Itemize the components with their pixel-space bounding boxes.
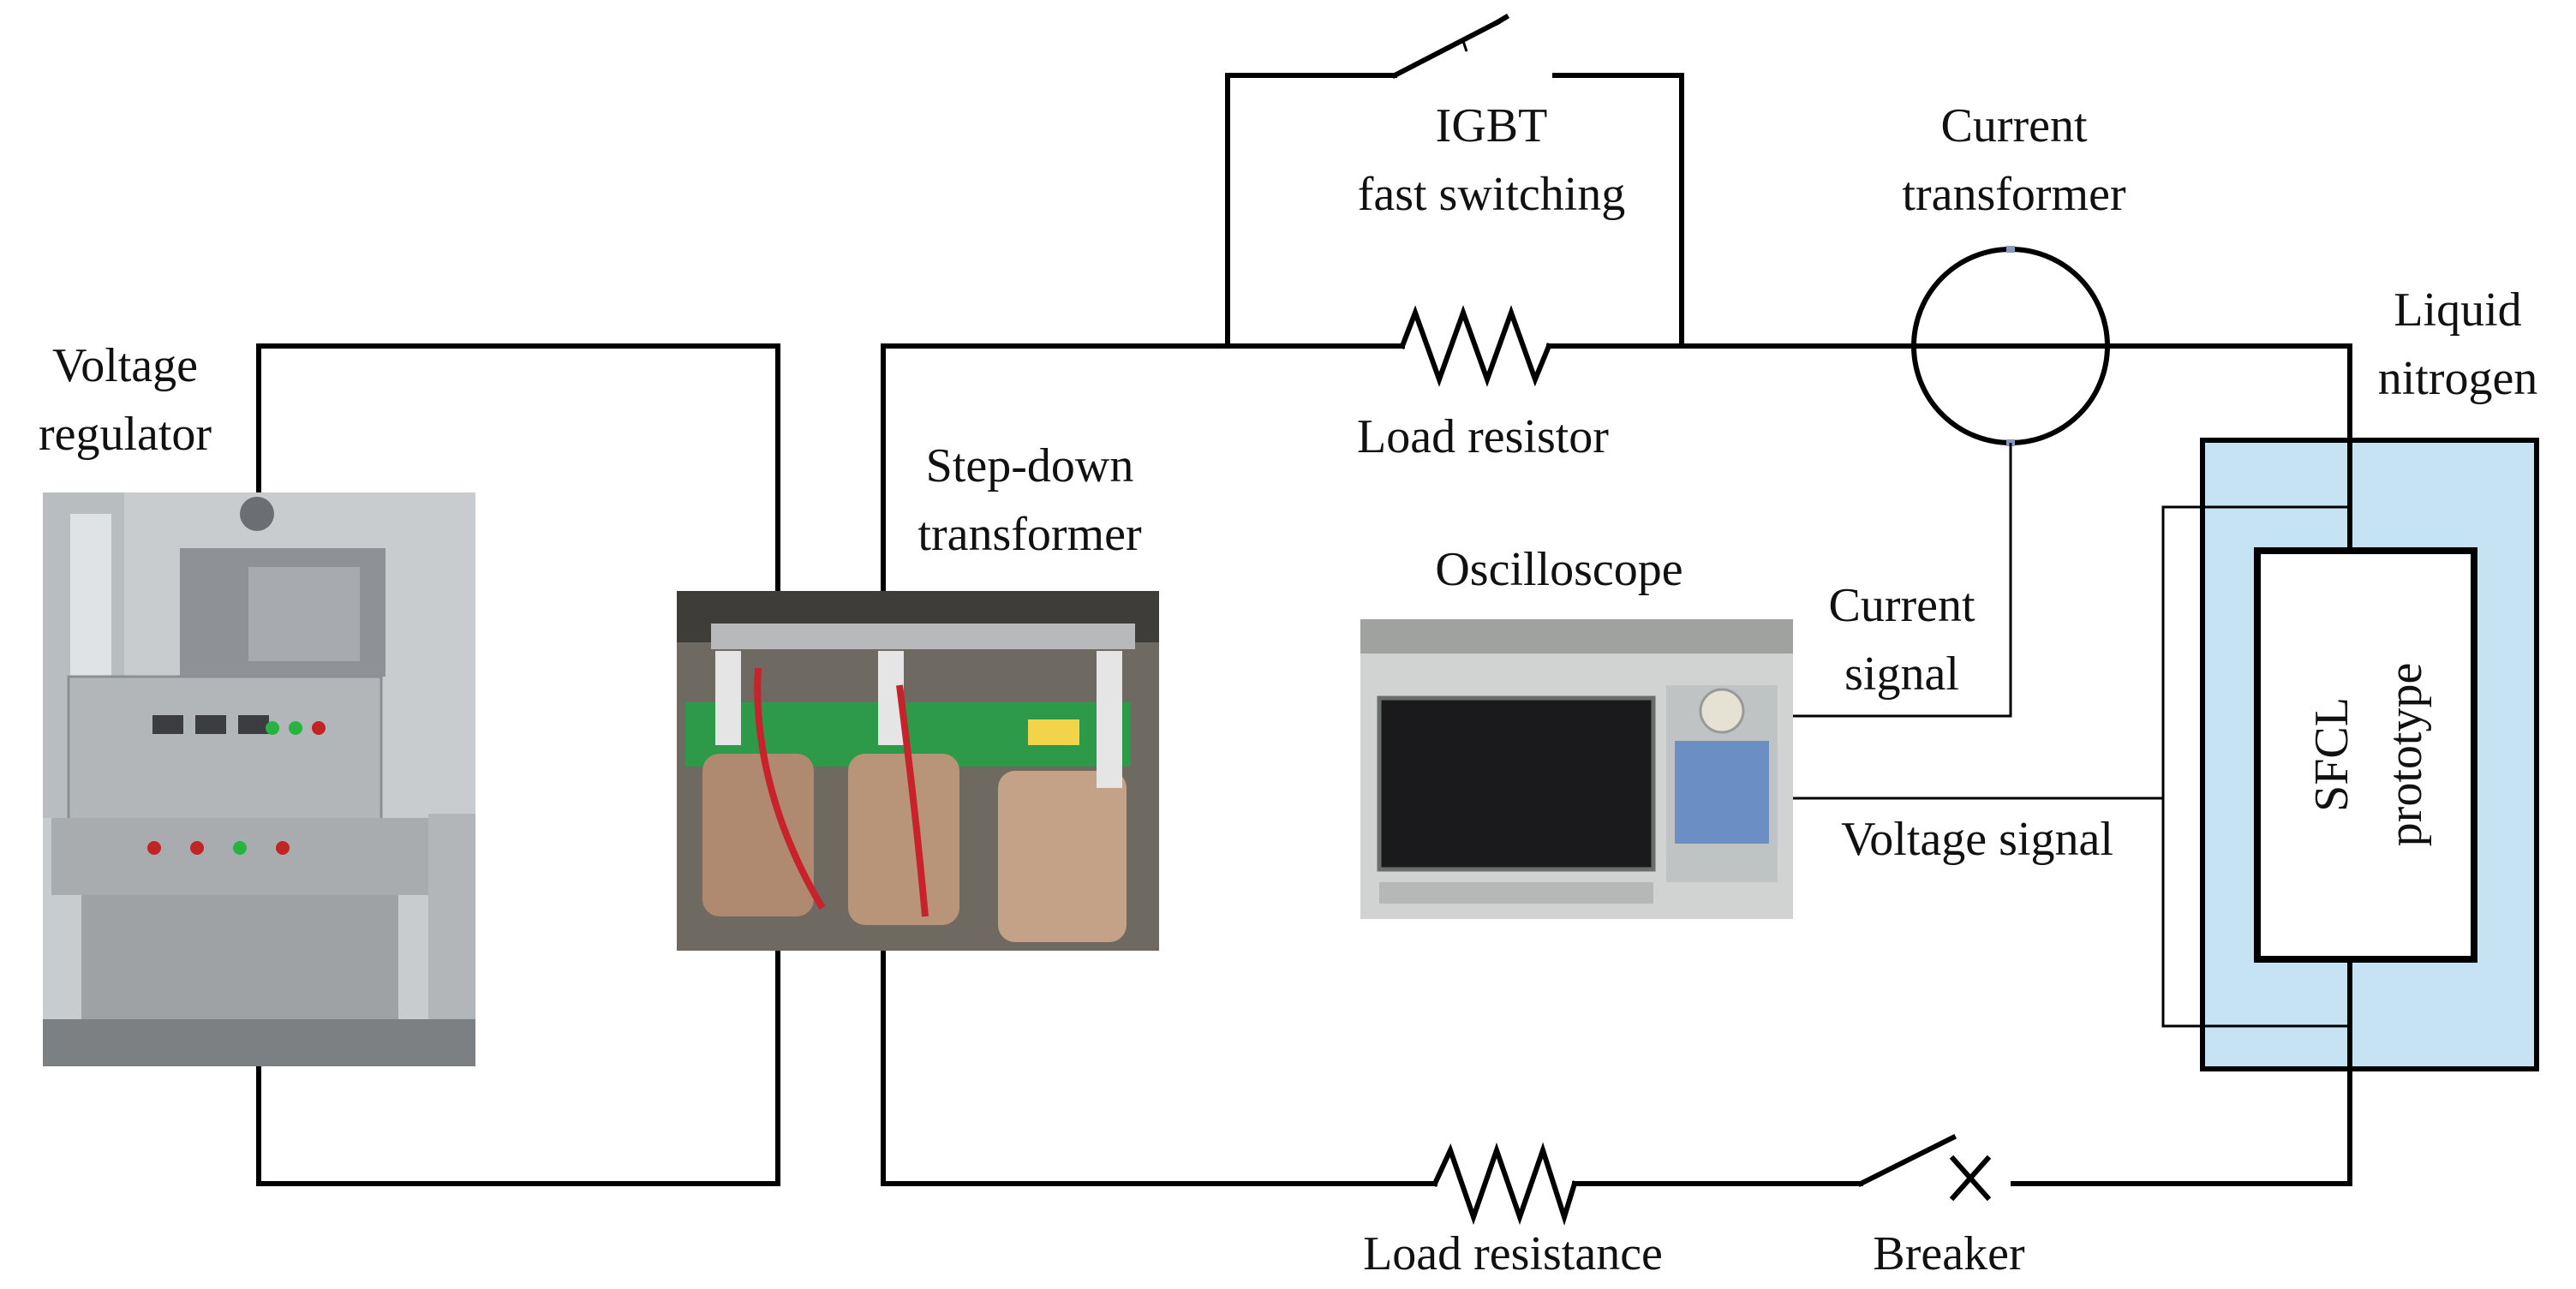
- load-resistor-symbol: [1399, 305, 1552, 387]
- igbt-switch-symbol: [1390, 13, 1510, 80]
- igbt-label-line2: fast switching: [1358, 168, 1626, 221]
- sfcl-prototype-box: [2254, 547, 2477, 963]
- load-resistance-symbol: [1431, 1142, 1578, 1226]
- sfcl-label: SFCL: [2305, 697, 2358, 812]
- sfcl-voltage-probe-lead: [2161, 505, 2350, 1028]
- liquid-nitrogen-label-line2: nitrogen: [2378, 352, 2538, 405]
- labels: Voltage regulator Step-down transformer …: [39, 99, 2537, 1280]
- voltage-regulator-photo: [43, 492, 475, 1066]
- load-resistance-label: Load resistance: [1363, 1227, 1663, 1280]
- load-resistor-label: Load resistor: [1357, 410, 1609, 463]
- oscilloscope-photo: [1360, 619, 1793, 919]
- voltage-regulator-label-line2: regulator: [39, 408, 212, 461]
- liquid-nitrogen-label-line1: Liquid: [2394, 283, 2521, 337]
- voltage-regulator-label-line1: Voltage: [52, 339, 198, 392]
- current-transformer-label-line1: Current: [1940, 99, 2088, 152]
- ct-tap-top: [2006, 246, 2015, 253]
- current-signal-label-line2: signal: [1844, 647, 1959, 701]
- voltage-signal-label: Voltage signal: [1841, 813, 2113, 866]
- breaker-label: Breaker: [1873, 1227, 2025, 1280]
- current-transformer-label-line2: transformer: [1902, 168, 2126, 221]
- step-down-transformer-label-line2: transformer: [917, 508, 1142, 561]
- breaker-symbol: [1856, 1133, 1992, 1202]
- current-signal-label-line1: Current: [1828, 579, 1975, 632]
- step-down-transformer-label-line1: Step-down: [926, 439, 1134, 492]
- current-signal-line: [1793, 443, 2012, 718]
- step-down-transformer-photo: [677, 591, 1159, 951]
- circuit-wires: [256, 73, 2352, 1186]
- sfcl-prototype-label: prototype: [2379, 663, 2432, 847]
- igbt-label-line1: IGBT: [1436, 99, 1548, 152]
- oscilloscope-label: Oscilloscope: [1435, 543, 1682, 596]
